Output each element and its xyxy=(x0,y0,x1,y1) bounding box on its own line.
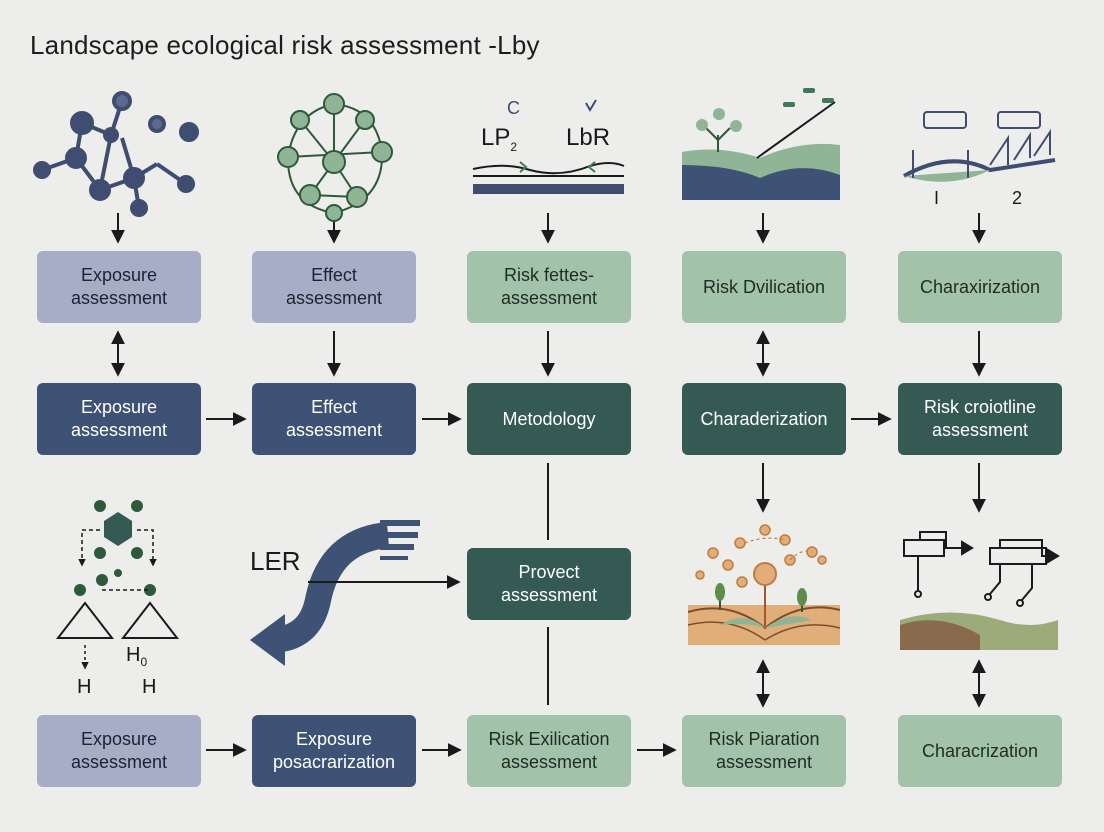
diagram-title: Landscape ecological risk assessment -Lb… xyxy=(30,30,540,60)
row3-box-5: Characrization xyxy=(898,715,1062,787)
row3-box-1: Exposure assessment xyxy=(37,715,201,787)
h-label-left: H xyxy=(77,676,92,698)
row1-box-4: Risk Dvilication xyxy=(682,251,846,323)
h-label-right-top-sub: 0 xyxy=(140,655,148,669)
terrain-slope-icon xyxy=(682,88,840,200)
soil-plants-icon xyxy=(687,524,841,645)
circuit-terrain-icon xyxy=(900,531,1060,650)
h-label-right-top: H0 xyxy=(126,644,147,669)
molecule-icon xyxy=(33,91,199,217)
h-label-right-top-text: H xyxy=(126,644,141,666)
river-label-lp: LP2 xyxy=(481,124,517,154)
network-icon xyxy=(277,93,393,222)
row3-box-4: Risk Piaration assessment xyxy=(682,715,846,787)
bridge-label-2: 2 xyxy=(1012,188,1023,208)
row3-box-2: Exposure posacrarization xyxy=(252,715,416,787)
curved-arrow-icon xyxy=(250,520,420,666)
bridge-profile-icon xyxy=(903,111,1056,182)
row2-box-4: Charaderization xyxy=(682,383,846,455)
ler-label: LER xyxy=(250,546,301,576)
arrows-icons-to-row1 xyxy=(111,213,986,244)
row1-box-3: Risk fettes- assessment xyxy=(467,251,631,323)
row1-box-5: Charaxirization xyxy=(898,251,1062,323)
river-label-lp-sub: 2 xyxy=(510,139,518,154)
row1-box-1: Exposure assessment xyxy=(37,251,201,323)
arrows-row1-to-row2 xyxy=(111,330,986,377)
river-label-c: C xyxy=(507,98,520,118)
middle-box: Provect assessment xyxy=(467,548,631,620)
bridge-label-1: I xyxy=(934,188,940,208)
river-label-lp-text: LP xyxy=(481,124,511,151)
row2-box-3: Metodology xyxy=(467,383,631,455)
river-label-lbr: LbR xyxy=(566,124,611,151)
river-section-icon xyxy=(472,99,625,194)
row3-box-3: Risk Exilication assessment xyxy=(467,715,631,787)
row2-box-1: Exposure assessment xyxy=(37,383,201,455)
h-label-right: H xyxy=(142,676,157,698)
row2-box-2: Effect assessment xyxy=(252,383,416,455)
arrows-middle xyxy=(308,463,986,708)
row2-box-5: Risk croiotline assessment xyxy=(898,383,1062,455)
row1-box-2: Effect assessment xyxy=(252,251,416,323)
hexagon-structure-icon xyxy=(55,500,180,670)
